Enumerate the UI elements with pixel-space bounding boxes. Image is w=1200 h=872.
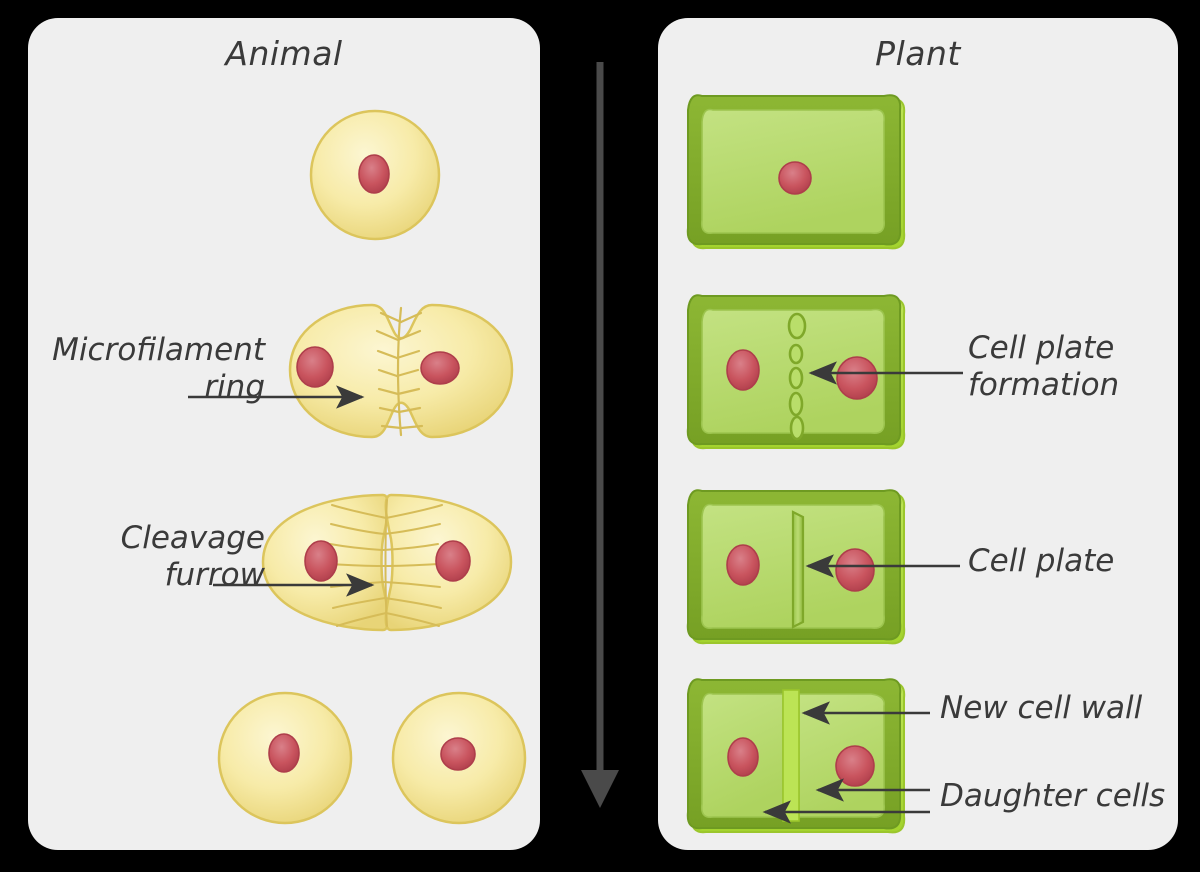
label-cleavage-furrow: Cleavage furrow [120,520,265,593]
animal-stage-4-daughter-cells [217,691,527,825]
nucleus [778,161,812,195]
furrow-fibers [329,499,443,627]
label-cell-plate-formation: Cell plate formation [968,330,1120,403]
plant-stage-1-single-cell [686,94,906,250]
plant-stage-3-cell-plate [686,489,906,645]
panel-title-animal: Animal [225,34,343,73]
nucleus [726,544,760,586]
animal-stage-1-single-cell [309,109,441,241]
time-progression-arrow [581,62,619,808]
new-cell-wall [782,689,800,822]
nucleus [296,346,334,388]
label-new-cell-wall: New cell wall [940,690,1143,726]
cell-plate-wall [791,510,805,629]
nucleus [268,733,300,773]
nucleus [435,540,471,582]
plant-stage-4-daughter-cells [686,678,906,834]
nucleus [726,349,760,391]
nucleus [420,351,460,385]
cell-plate-vesicles [787,312,807,441]
nucleus [358,154,390,194]
label-daughter-cells: Daughter cells [940,778,1166,814]
label-cell-plate: Cell plate [968,543,1115,579]
animal-stage-3-cleavage-furrow [261,493,513,632]
nucleus [835,745,875,787]
microfilament-fibers [375,306,424,437]
nucleus [440,737,476,771]
nucleus [835,548,875,592]
nucleus [304,540,338,582]
nucleus [836,356,878,400]
nucleus [727,737,759,777]
animal-stage-2-microfilament-ring [288,303,514,439]
label-microfilament-ring: Microfilament ring [52,332,265,405]
panel-title-plant: Plant [875,34,961,73]
plant-stage-2-cell-plate-formation [686,294,906,450]
